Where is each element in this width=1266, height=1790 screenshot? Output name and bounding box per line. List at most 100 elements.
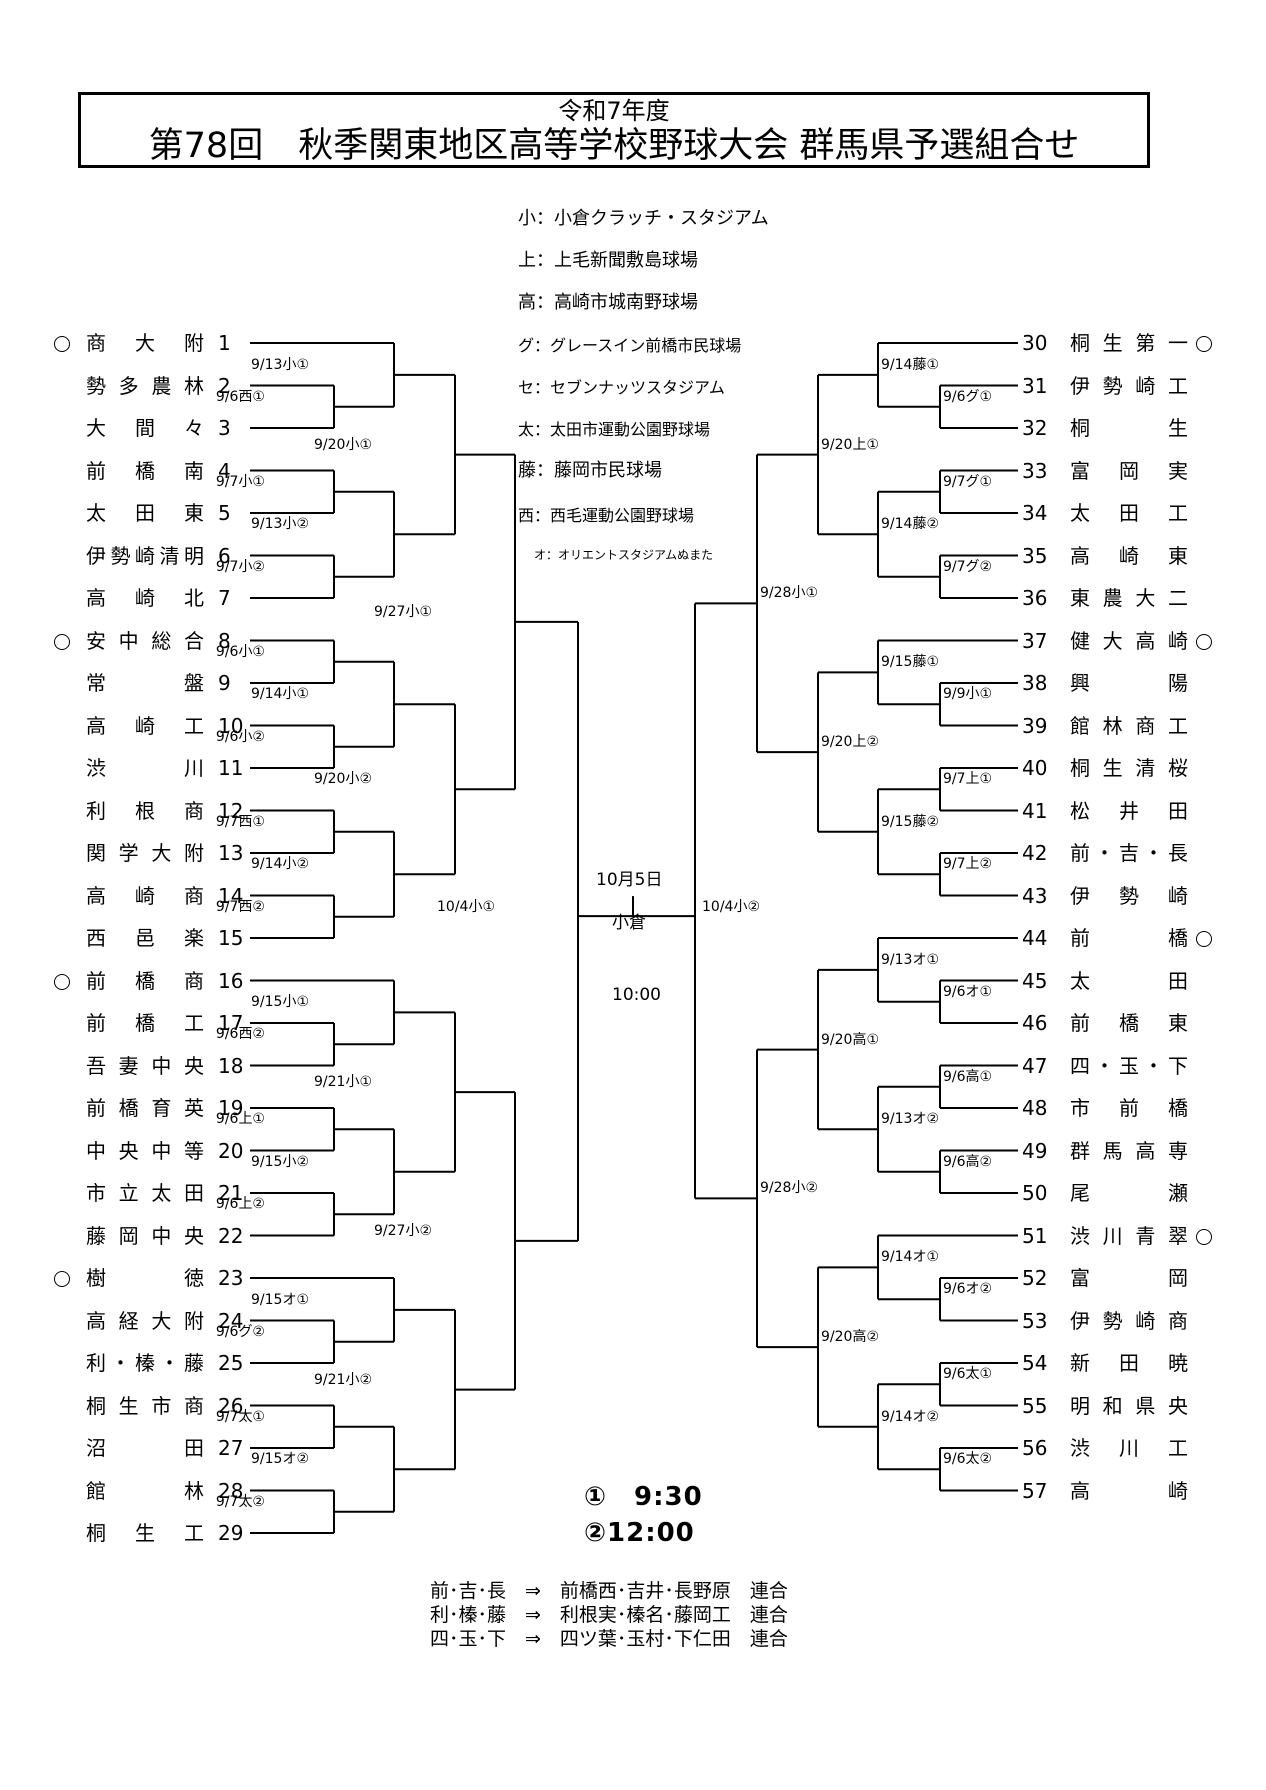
team-name: 前橋商 xyxy=(86,968,204,993)
team-number: 34 xyxy=(1022,501,1048,525)
team-number: 30 xyxy=(1022,331,1048,355)
team-number: 46 xyxy=(1022,1011,1048,1035)
team-name: 樹徳 xyxy=(86,1266,204,1290)
team-number: 56 xyxy=(1022,1436,1048,1460)
team-name: 前橋育英 xyxy=(86,1096,204,1120)
team-name: 安中総合 xyxy=(86,628,204,653)
team-name: 西邑楽 xyxy=(86,926,204,950)
team-number: 51 xyxy=(1022,1223,1048,1248)
team-number: 1 xyxy=(218,331,231,355)
venue-legend-item: 上：上毛新聞敷島球場 xyxy=(518,250,698,271)
team-number: 55 xyxy=(1022,1393,1048,1418)
team-number: 49 xyxy=(1022,1138,1048,1163)
team-name: 利・榛・藤 xyxy=(86,1351,204,1375)
team-number: 36 xyxy=(1022,586,1048,610)
match-label: 9/15小① xyxy=(250,994,310,1012)
team-number: 24 xyxy=(218,1308,244,1333)
team-number: 57 xyxy=(1022,1478,1048,1503)
team-name: 尾瀬 xyxy=(1070,1181,1188,1205)
team-number: 40 xyxy=(1022,756,1048,780)
match-label: 9/6グ① xyxy=(942,388,994,406)
team-name: 伊勢崎工 xyxy=(1070,373,1188,398)
match-label: 9/14藤① xyxy=(880,356,940,374)
seed-mark-icon xyxy=(54,336,70,352)
venue-legend-item: グ：グレースイン前橋市民球場 xyxy=(518,336,742,355)
match-label: 9/7西① xyxy=(214,813,266,831)
match-label: 9/20小② xyxy=(313,771,373,789)
team-number: 8 xyxy=(218,628,231,653)
team-number: 53 xyxy=(1022,1308,1048,1333)
venue-legend-item: 小：小倉クラッチ・スタジアム xyxy=(518,208,769,229)
team-number: 13 xyxy=(218,841,244,865)
team-name: 吾妻中央 xyxy=(86,1053,204,1078)
match-label: 9/6オ① xyxy=(942,983,994,1001)
team-name: 利根商 xyxy=(86,798,204,823)
match-label: 9/15藤① xyxy=(880,654,940,672)
match-label: 9/7西② xyxy=(214,898,266,916)
match-label: 9/20小① xyxy=(313,436,373,454)
title-box: 令和7年度 第78回 秋季関東地区高等学校野球大会 群馬県予選組合せ xyxy=(78,92,1150,168)
team-name: 関学大附 xyxy=(86,841,204,865)
team-name: 常盤 xyxy=(86,671,204,695)
final-date: 10月5日 xyxy=(596,870,663,890)
team-number: 27 xyxy=(218,1436,244,1460)
seed-mark-icon xyxy=(54,973,70,990)
team-name: 太田 xyxy=(1070,968,1188,993)
match-label: 9/6西① xyxy=(214,388,266,406)
team-name: 四・玉・下 xyxy=(1070,1053,1188,1078)
match-label: 9/6太① xyxy=(942,1366,994,1384)
seed-mark-icon xyxy=(1196,336,1212,352)
match-label: 10/4小① xyxy=(436,899,496,917)
team-name: 新田暁 xyxy=(1070,1351,1188,1375)
team-number: 22 xyxy=(218,1223,244,1248)
team-name: 高崎北 xyxy=(86,586,204,610)
team-number: 4 xyxy=(218,458,231,483)
team-number: 41 xyxy=(1022,798,1048,823)
team-name: 館林商工 xyxy=(1070,713,1188,738)
team-name: 館林 xyxy=(86,1478,204,1503)
match-label: 9/13オ② xyxy=(880,1111,940,1129)
team-name: 群馬高専 xyxy=(1070,1138,1188,1163)
team-name: 桐生市商 xyxy=(86,1393,204,1418)
alliance-note: 利･榛･藤 ⇒ 利根実･榛名･藤岡工 連合 xyxy=(430,1604,788,1626)
match-label: 9/15オ② xyxy=(250,1451,310,1469)
team-number: 2 xyxy=(218,373,231,398)
team-number: 20 xyxy=(218,1138,244,1163)
team-name: 高崎東 xyxy=(1070,543,1188,568)
team-number: 28 xyxy=(218,1478,244,1503)
team-name: 前橋東 xyxy=(1070,1011,1188,1035)
team-name: 勢多農林 xyxy=(86,373,204,398)
match-label: 9/7グ① xyxy=(942,473,994,491)
seed-mark-icon xyxy=(1196,931,1212,947)
team-name: 太田東 xyxy=(86,501,204,525)
team-number: 50 xyxy=(1022,1181,1048,1205)
match-label: 9/6小② xyxy=(214,728,266,746)
team-number: 44 xyxy=(1022,926,1048,950)
seed-mark-icon xyxy=(54,1271,70,1287)
team-name: 興陽 xyxy=(1070,671,1188,695)
match-label: 9/14小① xyxy=(250,686,310,704)
match-label: 9/7小① xyxy=(214,473,266,491)
team-name: 富岡実 xyxy=(1070,458,1188,483)
match-label: 9/15小② xyxy=(250,1153,310,1171)
match-label: 9/13オ① xyxy=(880,951,940,969)
team-number: 14 xyxy=(218,883,244,908)
